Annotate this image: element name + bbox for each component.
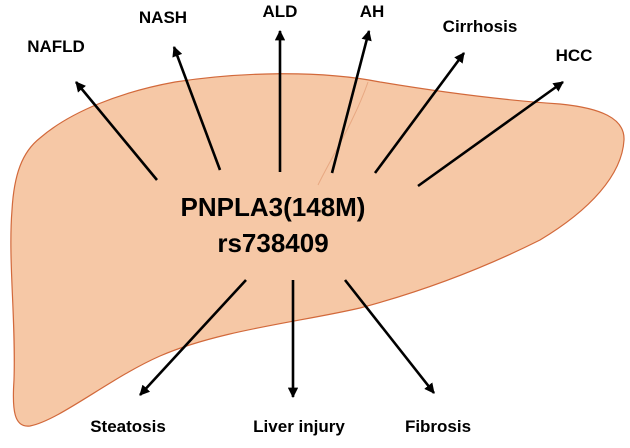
arrow-hcc	[417, 80, 564, 188]
liver-shape	[10, 73, 625, 427]
label-ah: AH	[360, 2, 385, 21]
arrow-steatosis	[139, 279, 247, 396]
label-hcc: HCC	[556, 46, 593, 65]
label-liver-injury: Liver injury	[253, 417, 345, 436]
label-cirrhosis: Cirrhosis	[443, 17, 518, 36]
arrow-nafld	[74, 81, 159, 181]
arrow-ah	[330, 29, 372, 174]
label-ald: ALD	[263, 2, 298, 21]
arrow-fibrosis	[343, 279, 436, 394]
label-fibrosis: Fibrosis	[405, 417, 471, 436]
label-nafld: NAFLD	[27, 37, 85, 56]
center-gene-label: PNPLA3(148M)	[181, 192, 366, 222]
label-nash: NASH	[139, 8, 187, 27]
arrows	[74, 29, 564, 399]
label-steatosis: Steatosis	[90, 417, 166, 436]
arrow-nash	[172, 46, 222, 171]
arrow-cirrhosis	[373, 52, 466, 174]
liver-lobe-line	[317, 81, 369, 186]
center-snp-label: rs738409	[217, 228, 328, 258]
